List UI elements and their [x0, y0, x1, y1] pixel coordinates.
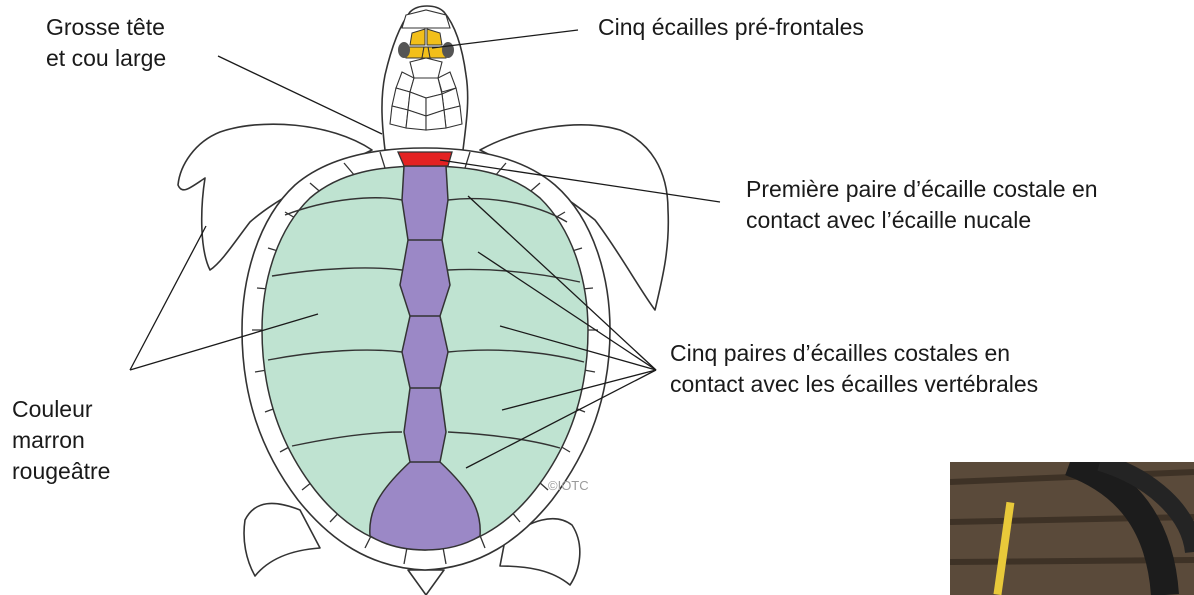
label-color-line2: marron [12, 425, 110, 456]
copyright-mark: ©IOTC [548, 478, 589, 493]
label-prefrontal: Cinq écailles pré-frontales [598, 12, 864, 43]
label-color-line3: rougeâtre [12, 456, 110, 487]
left-rear-flipper [244, 503, 320, 576]
label-prefrontal-text: Cinq écailles pré-frontales [598, 12, 864, 43]
tail [408, 570, 444, 595]
label-color: Couleur marron rougeâtre [12, 394, 110, 487]
label-costal-pairs: Cinq paires d’écailles costales en conta… [670, 338, 1038, 400]
label-first-costal-line2: contact avec l’écaille nucale [746, 205, 1098, 236]
nuchal-scute [398, 152, 452, 166]
label-first-costal: Première paire d’écaille costale en cont… [746, 174, 1098, 236]
label-color-line1: Couleur [12, 394, 110, 425]
label-head-line2: et cou large [46, 43, 166, 74]
label-head-line1: Grosse tête [46, 12, 166, 43]
turtle-photo-thumbnail [950, 462, 1194, 595]
label-head: Grosse tête et cou large [46, 12, 166, 74]
label-first-costal-line1: Première paire d’écaille costale en [746, 174, 1098, 205]
label-costal-pairs-line2: contact avec les écailles vertébrales [670, 369, 1038, 400]
label-costal-pairs-line1: Cinq paires d’écailles costales en [670, 338, 1038, 369]
